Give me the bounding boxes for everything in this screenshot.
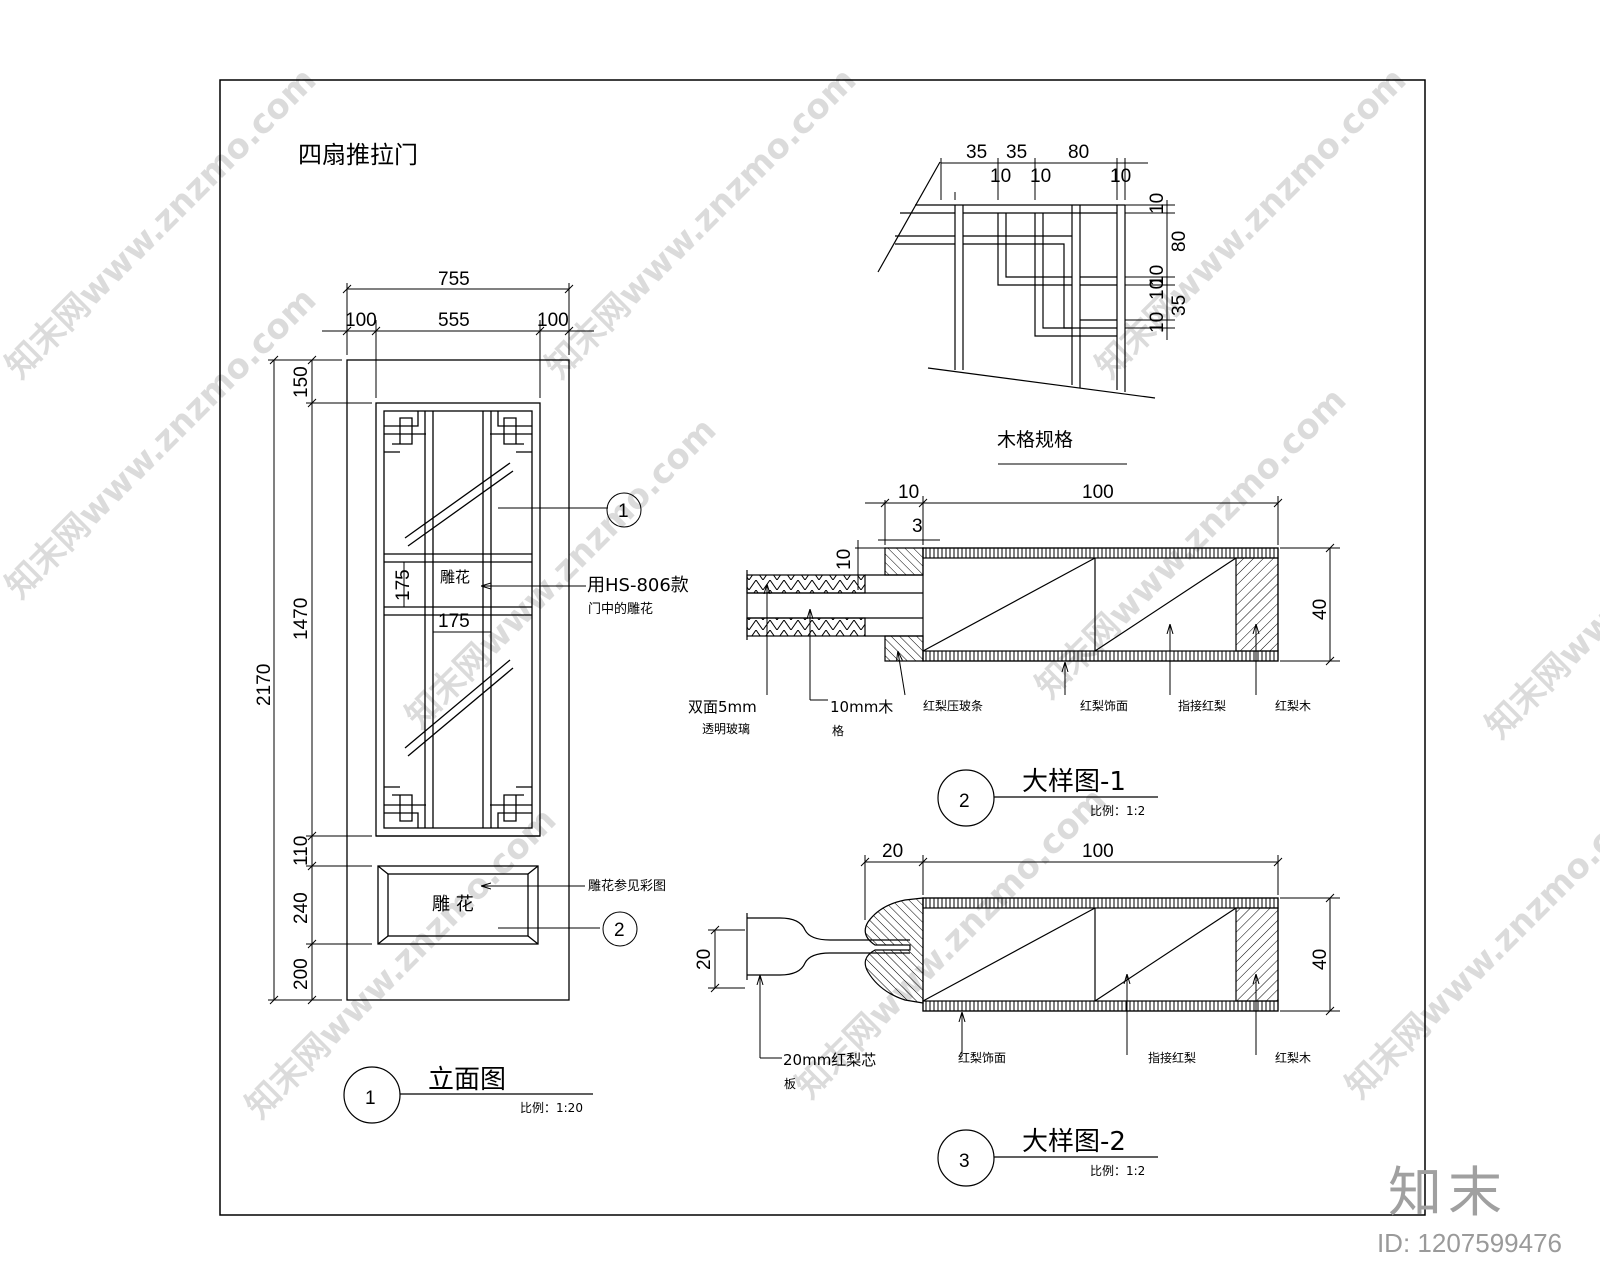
d1-note-glass-line1: 双面5mm <box>688 698 757 716</box>
dim-h-panel: 240 <box>291 892 312 924</box>
d1-note-wood: 红梨木 <box>1275 698 1311 713</box>
lattice-dim-top-small: 10 <box>1110 166 1131 187</box>
lattice-dim-top: 80 <box>1068 142 1089 163</box>
detail1-leaders <box>767 585 1256 701</box>
panel-carve-label: 雕 花 <box>432 894 474 915</box>
brand-watermark: 知末 <box>1388 1161 1508 1224</box>
d2-note-veneer: 红梨饰面 <box>958 1050 1006 1065</box>
elevation-label: 立面图 <box>428 1065 506 1095</box>
d2-dim-40: 40 <box>1310 949 1331 970</box>
watermark-text: 知末网www.znzmo.com <box>238 800 564 1126</box>
note-carving-line2: 门中的雕花 <box>588 601 653 617</box>
lattice-label: 木格规格 <box>997 429 1073 451</box>
detail1-label: 大样图-1 <box>1022 767 1126 797</box>
d1-dim-3: 3 <box>912 516 923 537</box>
lattice-dim-right: 80 <box>1169 231 1190 252</box>
d1-dim-40: 40 <box>1310 599 1331 620</box>
lattice-dim-right: 10 <box>1147 193 1168 214</box>
watermark-text: 知末网www.znzmo.com <box>1478 420 1600 746</box>
d2-dim-100: 100 <box>1082 841 1114 862</box>
lattice-dim-top: 35 <box>966 142 987 163</box>
lattice-dim-right: 35 <box>1169 295 1190 316</box>
dim-carve-h: 175 <box>393 569 414 601</box>
image-id-watermark: ID: 1207599476 <box>1376 1228 1562 1258</box>
door-elevation <box>346 359 570 1001</box>
d1-dim-10v: 10 <box>834 549 855 570</box>
lattice-dim-right: 10 <box>1147 279 1168 300</box>
elevation-scale: 比例：1:20 <box>520 1101 583 1115</box>
lattice-dim-top-small: 10 <box>1030 166 1051 187</box>
d1-note-grid-line2: 格 <box>832 723 844 738</box>
watermark-text: 知末网www.znzmo.com <box>1338 780 1600 1106</box>
dim-h-top: 150 <box>291 366 312 398</box>
watermark-text: 知末网www.znzmo.com <box>538 60 864 386</box>
note-panel: 雕花参见彩图 <box>588 878 666 894</box>
detail2-leaders <box>760 975 1256 1059</box>
lattice-drawing <box>877 161 1156 399</box>
lattice-dim-right: 10 <box>1147 312 1168 333</box>
lattice-dim-top: 35 <box>1006 142 1027 163</box>
dim-stile-left: 100 <box>345 310 377 331</box>
d1-dim-100: 100 <box>1082 482 1114 503</box>
elevation-title-block <box>343 1066 593 1124</box>
detail2-scale: 比例：1:2 <box>1090 1164 1145 1178</box>
d1-dim-10: 10 <box>898 482 919 503</box>
d1-note-veneer: 红梨饰面 <box>1080 698 1128 713</box>
detail2-section <box>746 897 1279 1012</box>
dim-total-height: 2170 <box>254 664 275 706</box>
dim-stile-right: 100 <box>537 310 569 331</box>
d1-note-grid-line1: 10mm木 <box>830 698 893 716</box>
d1-note-bead: 红梨压玻条 <box>923 698 983 713</box>
d2-dim-20v: 20 <box>694 949 715 970</box>
lattice-dim-top-small: 10 <box>990 166 1011 187</box>
detail1-scale: 比例：1:2 <box>1090 804 1145 818</box>
carve-label: 雕花 <box>440 568 470 586</box>
lattice-dims <box>940 158 1175 340</box>
callout-2-number: 2 <box>614 920 625 941</box>
dim-center-width: 555 <box>438 310 470 331</box>
note-carving-line1: 用HS-806款 <box>587 575 689 596</box>
detail2-label: 大样图-2 <box>1022 1127 1126 1157</box>
detail1-number: 2 <box>959 791 970 812</box>
watermark-text: 知末网www.znzmo.com <box>1088 60 1414 386</box>
elevation-dims <box>268 283 594 1005</box>
dim-h-rail: 110 <box>291 836 312 866</box>
detail1-dims <box>855 496 1340 666</box>
dim-h-glass: 1470 <box>291 598 312 640</box>
d1-note-glass-line2: 透明玻璃 <box>702 722 750 736</box>
d2-note-core-line1: 20mm红梨芯 <box>783 1051 876 1069</box>
d2-dim-20: 20 <box>882 841 903 862</box>
dim-carve-w: 175 <box>438 611 470 632</box>
drawing-title: 四扇推拉门 <box>298 141 418 169</box>
detail1-section <box>746 547 1279 662</box>
detail2-number: 3 <box>959 1151 970 1172</box>
lattice-dim-right: 10 <box>1147 265 1168 286</box>
dim-h-bottom: 200 <box>291 958 312 990</box>
detail2-title-block <box>937 1129 1158 1187</box>
detail1-title-block <box>937 769 1158 827</box>
drawing-border <box>219 79 1426 1216</box>
elevation-number: 1 <box>365 1088 376 1109</box>
dim-total-width: 755 <box>438 269 470 290</box>
d2-note-finger: 指接红梨 <box>1148 1050 1196 1065</box>
detail2-dims <box>708 855 1340 1016</box>
callout-1-number: 1 <box>618 501 629 522</box>
elevation-leaders <box>482 492 642 947</box>
d2-note-wood: 红梨木 <box>1275 1050 1311 1065</box>
d2-note-core-line2: 板 <box>784 1077 796 1091</box>
d1-note-finger: 指接红梨 <box>1178 698 1226 713</box>
